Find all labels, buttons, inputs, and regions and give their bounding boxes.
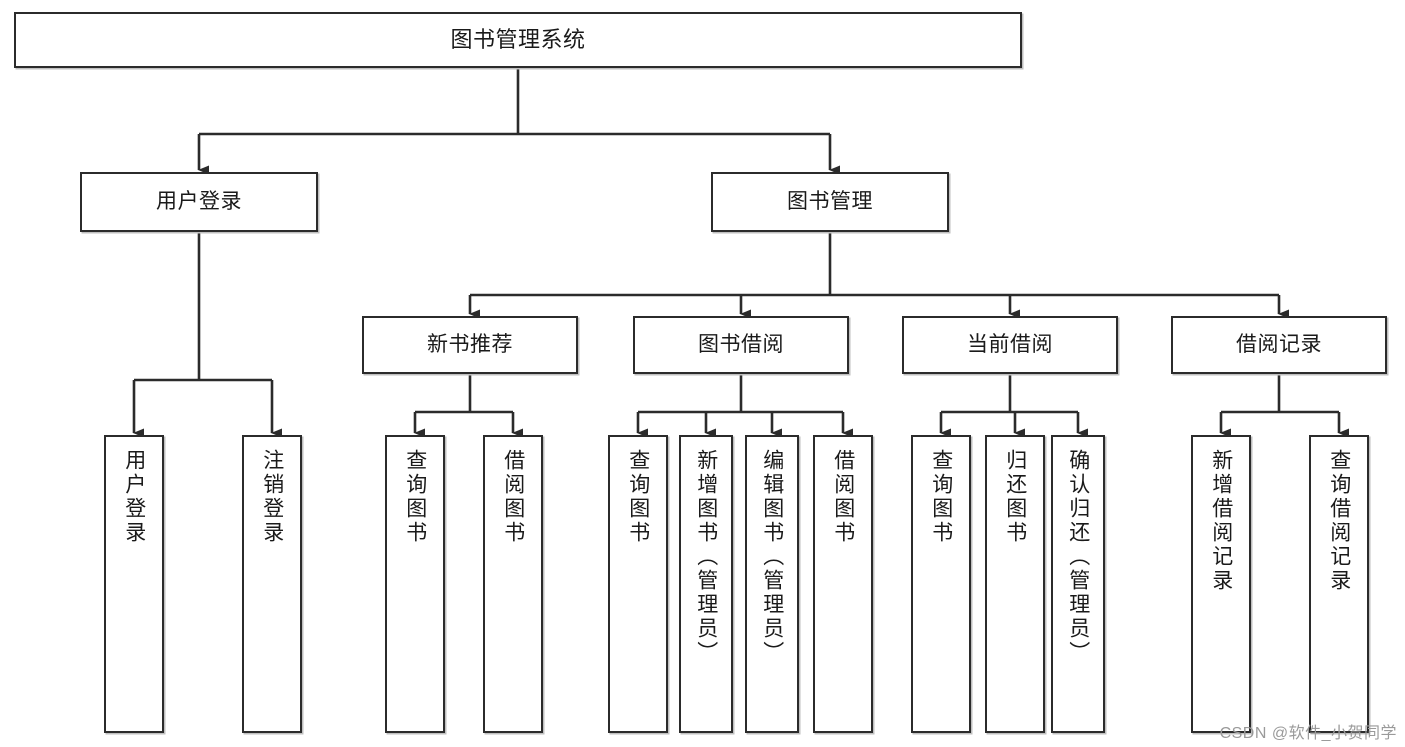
node-l_edit[interactable]: 编辑图书（管理员） [745, 435, 799, 733]
node-label: 查询借阅记录 [1327, 449, 1351, 593]
node-l_q1[interactable]: 查询图书 [385, 435, 445, 733]
node-label: 查询图书 [403, 449, 427, 545]
node-label: 查询图书 [626, 449, 650, 545]
node-newrec[interactable]: 新书推荐 [362, 316, 578, 374]
node-label: 确认归还（管理员） [1066, 449, 1090, 665]
node-l_login[interactable]: 用户登录 [104, 435, 164, 733]
node-label: 注销登录 [260, 449, 284, 545]
node-current[interactable]: 当前借阅 [902, 316, 1118, 374]
node-label: 归还图书 [1003, 449, 1027, 545]
node-root[interactable]: 图书管理系统 [14, 12, 1022, 68]
node-bookmgmt[interactable]: 图书管理 [711, 172, 949, 232]
node-l_add[interactable]: 新增图书（管理员） [679, 435, 733, 733]
node-label: 借阅图书 [831, 449, 855, 545]
node-label: 用户登录 [156, 190, 242, 214]
node-label: 新书推荐 [427, 333, 513, 357]
node-borrow[interactable]: 图书借阅 [633, 316, 849, 374]
node-l_b2[interactable]: 借阅图书 [813, 435, 873, 733]
node-l_qrec[interactable]: 查询借阅记录 [1309, 435, 1369, 733]
node-label: 新增图书（管理员） [694, 449, 718, 665]
node-l_addrec[interactable]: 新增借阅记录 [1191, 435, 1251, 733]
node-l_q2[interactable]: 查询图书 [608, 435, 668, 733]
node-label: 用户登录 [122, 449, 146, 545]
node-l_q3[interactable]: 查询图书 [911, 435, 971, 733]
node-label: 编辑图书（管理员） [760, 449, 784, 665]
node-label: 图书借阅 [698, 333, 784, 357]
node-label: 图书管理系统 [450, 26, 586, 52]
node-label: 图书管理 [787, 190, 873, 214]
node-records[interactable]: 借阅记录 [1171, 316, 1387, 374]
node-label: 查询图书 [929, 449, 953, 545]
node-label: 当前借阅 [967, 333, 1053, 357]
node-l_conf[interactable]: 确认归还（管理员） [1051, 435, 1105, 733]
node-l_ret[interactable]: 归还图书 [985, 435, 1045, 733]
node-label: 借阅图书 [501, 449, 525, 545]
node-l_b1[interactable]: 借阅图书 [483, 435, 543, 733]
connector-lines [132, 68, 1349, 438]
node-l_logout[interactable]: 注销登录 [242, 435, 302, 733]
watermark: CSDN @软件_小贺同学 [1219, 725, 1397, 742]
node-label: 借阅记录 [1236, 333, 1322, 357]
node-login[interactable]: 用户登录 [80, 172, 318, 232]
node-label: 新增借阅记录 [1209, 449, 1233, 593]
